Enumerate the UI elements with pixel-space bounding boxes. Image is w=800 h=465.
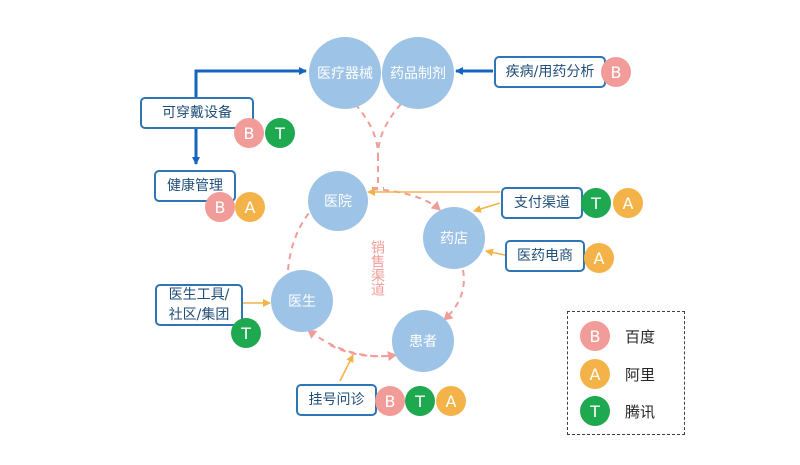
box-label: 医药电商	[517, 248, 573, 264]
alibaba-badge: A	[613, 188, 643, 218]
node-medical-devices: 医疗器械	[309, 37, 381, 109]
tencent-badge: T	[265, 118, 295, 148]
alibaba-badge: A	[584, 243, 614, 273]
node-hospital: 医院	[308, 171, 368, 231]
registration-to-channel-arrow	[339, 354, 354, 382]
node-pharmacy: 药店	[423, 207, 485, 269]
channel-patient-doctor	[307, 329, 399, 358]
legend: B 百度 A 阿里 T 腾讯	[567, 311, 685, 435]
box-label: 医生工具/ 社区/集团	[168, 287, 230, 323]
baidu-badge: B	[205, 192, 235, 222]
legend-label: 腾讯	[625, 402, 656, 421]
wearable-to-devices-arrow	[194, 67, 307, 97]
supply-merge-line	[354, 103, 402, 189]
sales-channel-label: 销售渠道	[369, 240, 385, 296]
tencent-badge: T	[581, 188, 611, 218]
legend-item-alibaba: A 阿里	[580, 359, 655, 389]
box-registration-consult: 挂号问诊	[296, 384, 377, 416]
legend-label: 百度	[625, 327, 656, 346]
box-label: 支付渠道	[514, 195, 570, 211]
alibaba-badge: A	[436, 386, 466, 416]
node-label: 药品制剂	[390, 66, 446, 82]
node-label: 医生	[288, 294, 316, 310]
node-label: 患者	[409, 334, 437, 350]
box-payment-channels: 支付渠道	[501, 187, 583, 219]
baidu-badge: B	[234, 118, 264, 148]
node-label: 医院	[324, 194, 352, 210]
box-pharma-ecommerce: 医药电商	[505, 240, 585, 272]
legend-label: 阿里	[625, 365, 656, 384]
box-label: 疾病/用药分析	[505, 64, 595, 80]
tencent-badge: T	[231, 318, 261, 348]
baidu-badge: B	[601, 57, 631, 87]
channel-doctor-patient	[329, 344, 397, 362]
alibaba-badge: A	[580, 359, 610, 389]
baidu-badge: B	[375, 386, 405, 416]
node-pharmaceuticals: 药品制剂	[382, 37, 454, 109]
box-label: 可穿戴设备	[162, 105, 232, 121]
channel-pharmacy-patient	[443, 269, 465, 321]
channel-hospital-pharmacy	[371, 188, 441, 211]
baidu-badge: B	[580, 321, 610, 351]
payment-to-pharmacy-arrow	[473, 202, 501, 213]
box-disease-drug-analysis: 疾病/用药分析	[494, 56, 606, 88]
tencent-badge: T	[580, 396, 610, 426]
box-label: 健康管理	[167, 178, 223, 194]
node-doctor: 医生	[271, 270, 333, 332]
box-wearable-devices: 可穿戴设备	[140, 97, 254, 129]
node-label: 医疗器械	[317, 66, 373, 82]
ecommerce-to-pharmacy-arrow	[485, 248, 506, 257]
legend-item-tencent: T 腾讯	[580, 396, 655, 426]
alibaba-badge: A	[235, 192, 265, 222]
node-patient: 患者	[392, 310, 454, 372]
node-label: 药店	[440, 231, 468, 247]
box-doctor-tools: 医生工具/ 社区/集团	[155, 284, 243, 326]
box-label: 挂号问诊	[308, 392, 365, 408]
legend-item-baidu: B 百度	[580, 321, 655, 351]
tencent-badge: T	[405, 386, 435, 416]
